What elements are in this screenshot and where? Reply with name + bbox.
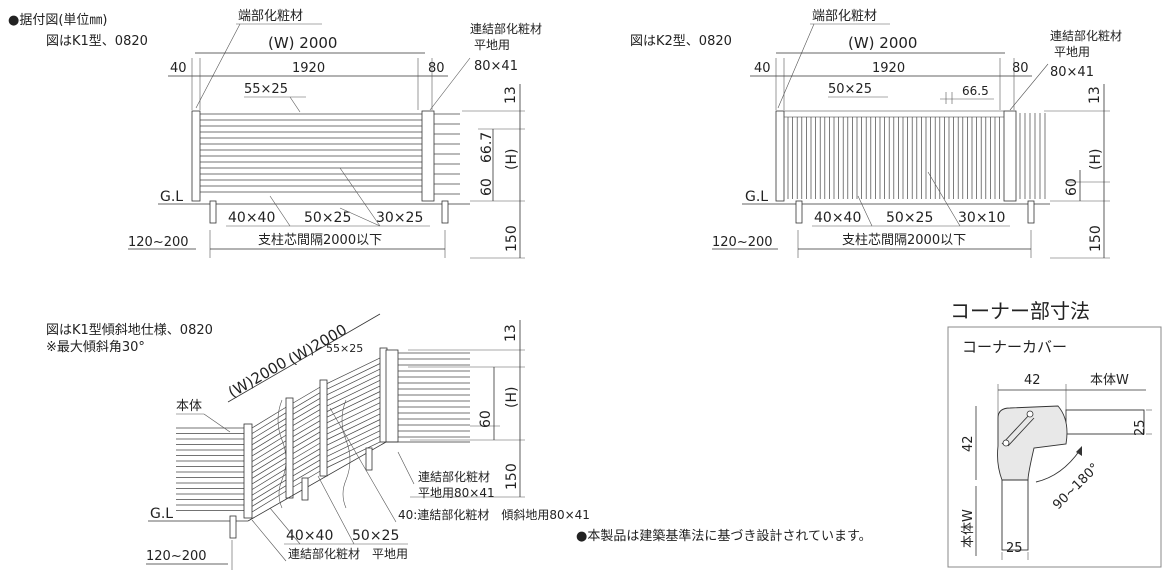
fig3-link-flat-bottom: 連結部化粧材 平地用	[288, 546, 408, 561]
fig3-dim-150: 150	[504, 463, 520, 490]
fig2-embed: 120~200	[712, 235, 773, 250]
fig1-slat-size2: 30×25	[376, 210, 423, 226]
corner-title: コーナー部寸法	[950, 299, 1090, 323]
fig3-caption: 図はK1型傾斜地仕様、0820	[46, 323, 213, 338]
fig2-slats	[787, 117, 1000, 199]
fig3-post-size: 40×40	[286, 528, 333, 544]
corner-body-w-left: 本体W	[961, 509, 976, 548]
fig1-spacing: 支柱芯間隔2000以下	[258, 233, 382, 248]
fig3-body: 本体	[176, 399, 202, 414]
fig2-extension-slats	[1019, 113, 1046, 199]
fig1-post-size: 40×40	[228, 210, 275, 226]
fig2-dim-40: 40	[754, 61, 771, 76]
fig1-slats	[200, 113, 422, 193]
fig1-dim-60: 60	[479, 178, 495, 196]
fig3-caption2: ※最大傾斜角30°	[46, 340, 145, 355]
fig1-link-post-label: 連結部化粧材	[470, 21, 542, 36]
figure-k1-slope: 図はK1型傾斜地仕様、0820 ※最大傾斜角30° (W)2000 (W)200…	[46, 313, 590, 570]
fig1-heading: ●据付図(単位㎜)	[8, 12, 108, 28]
fig1-slat-size1: 50×25	[304, 210, 351, 226]
corner-box	[947, 326, 1162, 568]
standards-note: ●本製品は建築基準法に基づき設計されています。	[576, 528, 872, 544]
fig1-link-post-size: 80×41	[474, 59, 518, 74]
fig3-dim-60: 60	[478, 410, 494, 428]
fig1-gl: G.L	[160, 189, 183, 205]
fig2-slat-size1: 50×25	[886, 210, 933, 226]
fig2-gl: G.L	[745, 189, 768, 205]
fig1-dim-13: 13	[503, 86, 519, 104]
corner-body-w-top: 本体W	[1090, 373, 1129, 388]
fig1-end-post-label: 端部化粧材	[238, 9, 303, 24]
fig1-dim-80: 80	[428, 61, 445, 76]
fig1-dim-667: 66.7	[479, 132, 495, 163]
fig2-slat-size2: 30×10	[958, 210, 1005, 226]
corner-dim-25-right: 25	[1133, 419, 1148, 436]
fig1-link-post-sub: 平地用	[474, 38, 510, 52]
fig3-slope-panel	[251, 347, 388, 513]
fig3-right-panel	[385, 349, 470, 443]
fig1-width-total: (W) 2000	[268, 34, 337, 52]
fig2-post-size: 40×40	[814, 210, 861, 226]
fig2-caption: 図はK2型、0820	[630, 34, 732, 49]
fig1-top-rail: 55×25	[244, 82, 288, 97]
fig2-link-post-label: 連結部化粧材	[1050, 28, 1122, 43]
fig1-extension-slats	[434, 113, 460, 195]
corner-dim-42-left: 42	[961, 435, 976, 452]
corner-detail: コーナー部寸法 コーナーカバー 42 本体W 25 25 42 本体W 90~1…	[947, 299, 1162, 568]
fig2-dim-665: 66.5	[962, 84, 989, 98]
fig2-dim-60: 60	[1064, 178, 1080, 196]
fig2-dim-80: 80	[1012, 61, 1029, 76]
fig3-link-slope: 40:連結部化粧材 傾斜地用80×41	[398, 507, 590, 522]
fig3-left-panel	[176, 423, 253, 519]
fig3-dim-13: 13	[503, 324, 519, 342]
fig3-slat-size: 50×25	[352, 528, 399, 544]
fig2-link-post-size: 80×41	[1050, 65, 1094, 80]
corner-box-title: コーナーカバー	[962, 338, 1067, 356]
fig3-top-rail: 55×25	[326, 342, 363, 355]
figure-k1: ●据付図(単位㎜) 図はK1型、0820 端部化粧材 連結部化粧材 平地用 80…	[8, 9, 542, 259]
fig2-top-rail: 50×25	[828, 82, 872, 97]
corner-dim-42-top: 42	[1024, 373, 1041, 388]
fig3-dim-h: (H)	[504, 387, 520, 408]
fig1-dim-1920: 1920	[292, 61, 325, 76]
fig2-dim-1920: 1920	[872, 61, 905, 76]
fig2-end-post-label: 端部化粧材	[812, 9, 877, 24]
fig2-dim-13: 13	[1087, 86, 1103, 104]
fig1-dim-40: 40	[170, 61, 187, 76]
fig3-width1: (W)2000	[225, 354, 290, 402]
fig3-embed: 120~200	[146, 549, 207, 564]
figure-k2: 図はK2型、0820 端部化粧材 連結部化粧材 平地用 80×41 (W) 20…	[630, 9, 1122, 259]
corner-dim-25-bottom: 25	[1006, 541, 1023, 556]
fig2-width-total: (W) 2000	[848, 34, 917, 52]
fig1-embed: 120~200	[128, 235, 189, 250]
fig2-link-post-sub: 平地用	[1054, 45, 1090, 59]
fig1-caption: 図はK1型、0820	[46, 34, 148, 49]
fig1-dim-h: (H)	[504, 149, 520, 170]
fig1-dim-150: 150	[504, 225, 520, 252]
fig2-spacing: 支柱芯間隔2000以下	[842, 233, 966, 248]
fig2-dim-h: (H)	[1088, 149, 1104, 170]
fig2-dim-150: 150	[1088, 225, 1104, 252]
fig3-link-flat2: 平地用80×41	[418, 486, 495, 500]
fig3-gl: G.L	[150, 506, 173, 522]
fig3-link-flat: 連結部化粧材	[418, 469, 490, 484]
